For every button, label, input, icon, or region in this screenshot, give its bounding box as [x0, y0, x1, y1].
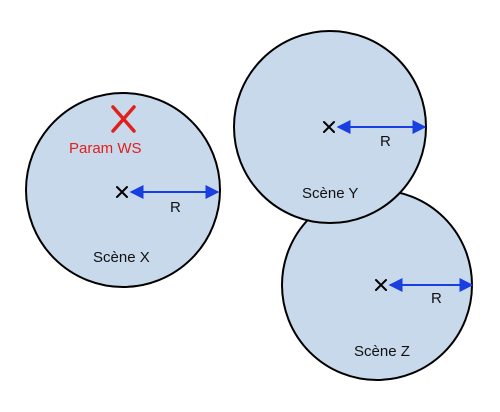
scene-x-label: Scène X	[93, 249, 150, 266]
scene-y: R Scène Y	[233, 30, 427, 224]
scene-z-label: Scène Z	[354, 343, 410, 360]
scene-z-radius-label: R	[431, 290, 442, 307]
scene-y-label: Scène Y	[302, 185, 358, 202]
scene-y-center-icon	[323, 121, 335, 133]
scene-z: R Scène Z	[281, 189, 474, 381]
red-x-icon	[111, 105, 136, 133]
scene-y-radius-label: R	[380, 133, 391, 150]
param-ws-label: Param WS	[69, 140, 142, 157]
scene-z-center-icon	[375, 279, 387, 291]
scene-x-radius-label: R	[170, 199, 181, 216]
scene-x-center-icon	[116, 186, 128, 198]
scene-x: R Scène X Param WS	[25, 92, 221, 288]
